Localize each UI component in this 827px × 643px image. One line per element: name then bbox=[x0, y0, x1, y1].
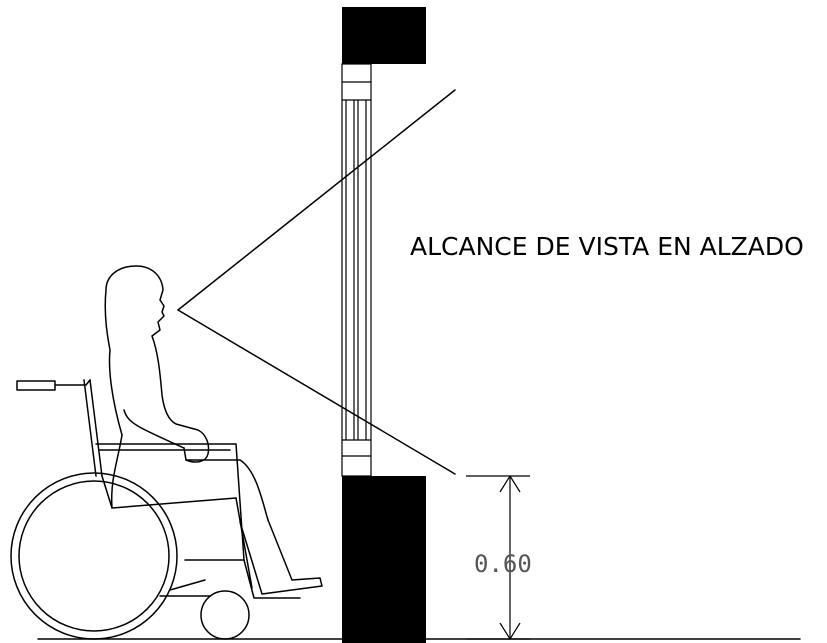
wall-lower-block bbox=[342, 476, 426, 643]
dimension-marker bbox=[466, 474, 530, 641]
drawing-label: ALCANCE DE VISTA EN ALZADO bbox=[410, 232, 804, 261]
sight-lines bbox=[177, 89, 456, 475]
wall-upper-block bbox=[342, 7, 426, 64]
wheelchair bbox=[10, 379, 301, 640]
window-frame bbox=[341, 63, 372, 477]
seated-person bbox=[104, 265, 323, 595]
dimension-value: 0.60 bbox=[474, 550, 532, 578]
